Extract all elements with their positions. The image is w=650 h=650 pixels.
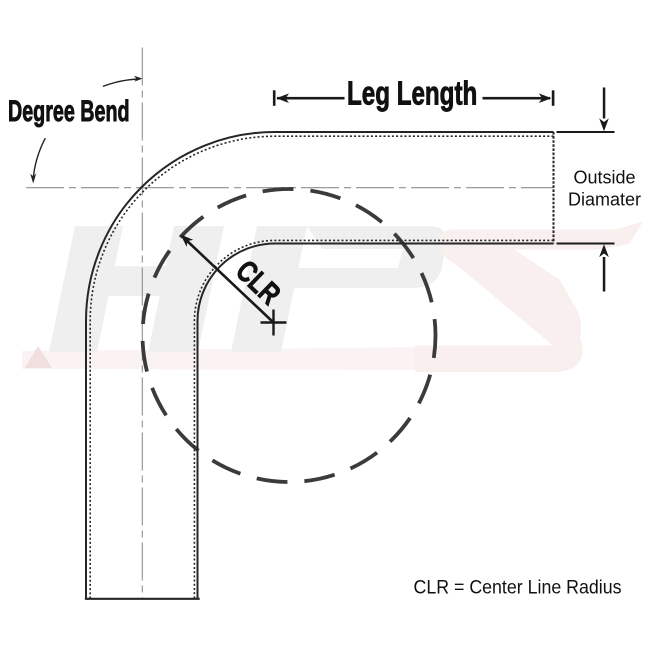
svg-text:CLR = Center Line Radius: CLR = Center Line Radius bbox=[414, 578, 622, 599]
svg-text:Degree Bend: Degree Bend bbox=[8, 95, 130, 128]
svg-text:Leg Length: Leg Length bbox=[347, 76, 477, 113]
svg-text:Diamater: Diamater bbox=[568, 190, 641, 210]
svg-text:Outside: Outside bbox=[573, 167, 635, 187]
